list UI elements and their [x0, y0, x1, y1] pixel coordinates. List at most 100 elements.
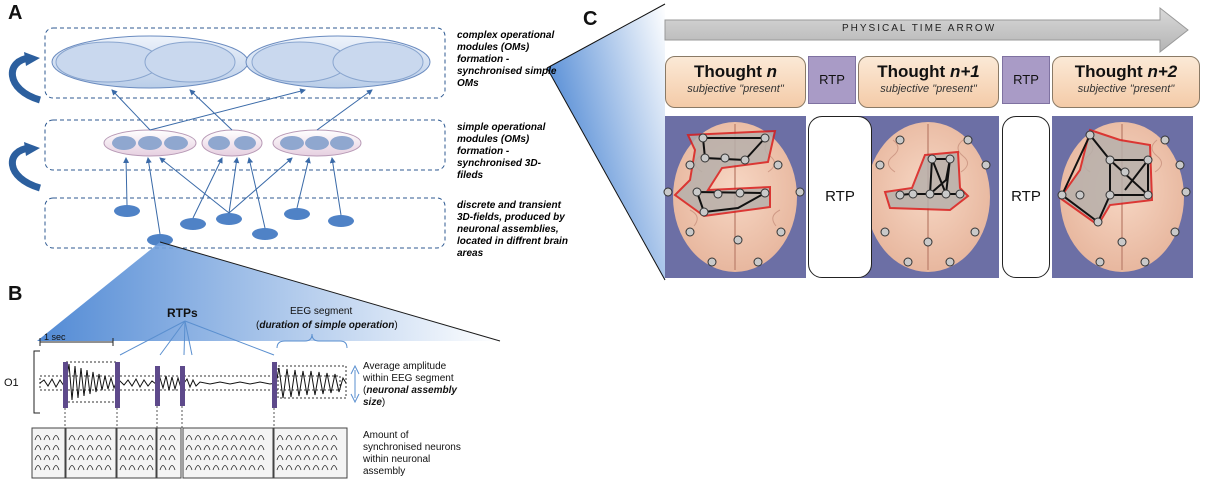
spike-glyph — [294, 445, 302, 451]
spike-glyph — [330, 465, 338, 471]
spike-glyph — [221, 435, 229, 441]
thought-box-1: Thought n subjective "present" — [665, 56, 806, 108]
spike-glyph — [212, 435, 220, 441]
spike-glyph — [159, 445, 167, 451]
panel-c — [663, 6, 1193, 278]
spike-glyph — [239, 455, 247, 461]
brain-panel-1 — [663, 116, 806, 278]
level-box-fields — [44, 197, 446, 249]
spike-glyph — [34, 465, 42, 471]
spike-glyph — [285, 445, 293, 451]
level-note-complex: complex operational modules (OMs) format… — [457, 30, 557, 89]
spike-glyph — [248, 455, 256, 461]
spike-glyph — [285, 455, 293, 461]
spike-glyph — [303, 465, 311, 471]
spike-glyph — [77, 465, 85, 471]
spike-glyph — [257, 435, 265, 441]
spike-glyph — [330, 435, 338, 441]
spike-glyph — [257, 465, 265, 471]
spike-glyph — [128, 435, 136, 441]
spike-glyph — [194, 465, 202, 471]
spike-glyph — [86, 435, 94, 441]
level-box-complex — [44, 27, 446, 99]
field-1 — [114, 205, 140, 217]
spike-glyph — [185, 465, 193, 471]
spike-glyph — [230, 465, 238, 471]
rtp-gap-2: RTP — [1002, 116, 1050, 278]
spike-glyph — [77, 435, 85, 441]
spike-glyph — [203, 445, 211, 451]
spike-glyph — [239, 445, 247, 451]
spike-glyph — [43, 445, 51, 451]
spike-glyph — [230, 435, 238, 441]
spike-glyph — [43, 455, 51, 461]
spike-glyph — [330, 455, 338, 461]
spike-glyph — [185, 455, 193, 461]
spike-glyph — [212, 445, 220, 451]
spike-glyph — [221, 455, 229, 461]
spike-glyph — [203, 435, 211, 441]
spike-glyph — [104, 445, 112, 451]
field-4 — [284, 208, 310, 220]
level-note-fields: discrete and transient 3D-fields, produc… — [457, 200, 568, 259]
brain-panel-3 — [1052, 116, 1193, 278]
spike-glyph — [212, 465, 220, 471]
rtp-box-1: RTP — [808, 56, 856, 104]
spike-glyph — [276, 445, 284, 451]
spike-glyph — [137, 455, 145, 461]
spike-glyph — [221, 465, 229, 471]
spike-glyph — [159, 435, 167, 441]
spike-glyph — [221, 445, 229, 451]
spike-glyph — [321, 465, 329, 471]
spike-glyph — [95, 465, 103, 471]
spike-glyph — [230, 445, 238, 451]
field-7 — [147, 234, 173, 246]
spike-glyph — [68, 455, 76, 461]
channel-label: O1 — [4, 377, 19, 389]
level-box-simple — [44, 119, 446, 171]
spike-glyph — [128, 455, 136, 461]
spike-glyph — [168, 455, 176, 461]
spike-glyph — [285, 435, 293, 441]
spike-glyph — [52, 445, 60, 451]
spike-glyph — [95, 435, 103, 441]
rtps-label: RTPs — [167, 306, 198, 320]
spike-glyph — [146, 435, 154, 441]
spike-glyph — [321, 435, 329, 441]
level-note-simple: simple operational modules (OMs) formati… — [457, 122, 546, 181]
spike-glyph — [146, 465, 154, 471]
panel-b — [31, 320, 360, 479]
panel-label-b: B — [8, 283, 23, 305]
spike-glyph — [212, 455, 220, 461]
spike-glyph — [119, 435, 127, 441]
field-6 — [252, 228, 278, 240]
spike-glyph — [248, 465, 256, 471]
spike-glyph — [146, 445, 154, 451]
zoom-cone-b — [37, 242, 500, 341]
spike-glyph — [68, 435, 76, 441]
spike-glyph — [86, 455, 94, 461]
spike-glyph — [68, 445, 76, 451]
field-5 — [328, 215, 354, 227]
spike-glyph — [43, 465, 51, 471]
spike-glyph — [194, 445, 202, 451]
spike-glyph — [95, 455, 103, 461]
spike-glyph — [137, 435, 145, 441]
spike-glyph — [52, 435, 60, 441]
spike-glyph — [104, 435, 112, 441]
spike-glyph — [239, 435, 247, 441]
spike-glyph — [330, 445, 338, 451]
spike-glyph — [34, 455, 42, 461]
spike-glyph — [276, 465, 284, 471]
time-arrow-label: PHYSICAL TIME ARROW — [842, 23, 997, 34]
spike-glyph — [119, 445, 127, 451]
spike-glyph — [257, 455, 265, 461]
spike-glyph — [312, 455, 320, 461]
brain-panel-2 — [858, 116, 999, 278]
spike-glyph — [159, 465, 167, 471]
spike-glyph — [159, 455, 167, 461]
spike-glyph — [34, 435, 42, 441]
rtp-box-2: RTP — [1002, 56, 1050, 104]
spike-glyph — [194, 455, 202, 461]
